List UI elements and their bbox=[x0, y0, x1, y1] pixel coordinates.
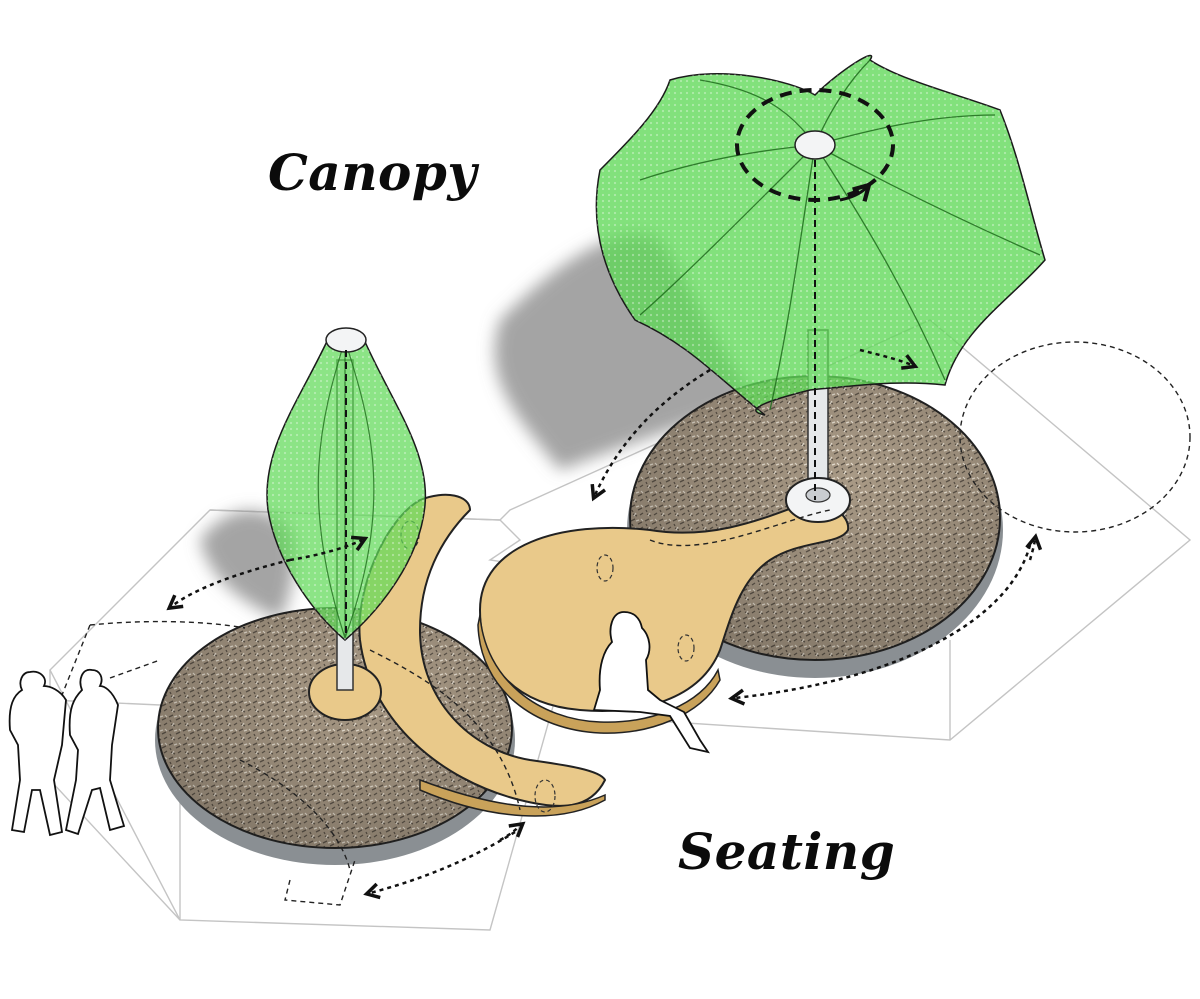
seating-label: Seating bbox=[678, 822, 896, 881]
left-crescent-bench bbox=[308, 493, 607, 817]
closed-canopy bbox=[266, 327, 427, 641]
seated-woman-silhouette-icon bbox=[592, 611, 710, 754]
right-teardrop-bench bbox=[477, 503, 850, 734]
canopy-label: Canopy bbox=[268, 143, 477, 202]
rotation-arrows bbox=[172, 348, 1035, 893]
rotation-footprints bbox=[39, 341, 1191, 906]
walking-couple-silhouette-icon bbox=[8, 668, 126, 837]
open-canopy bbox=[595, 54, 1046, 500]
